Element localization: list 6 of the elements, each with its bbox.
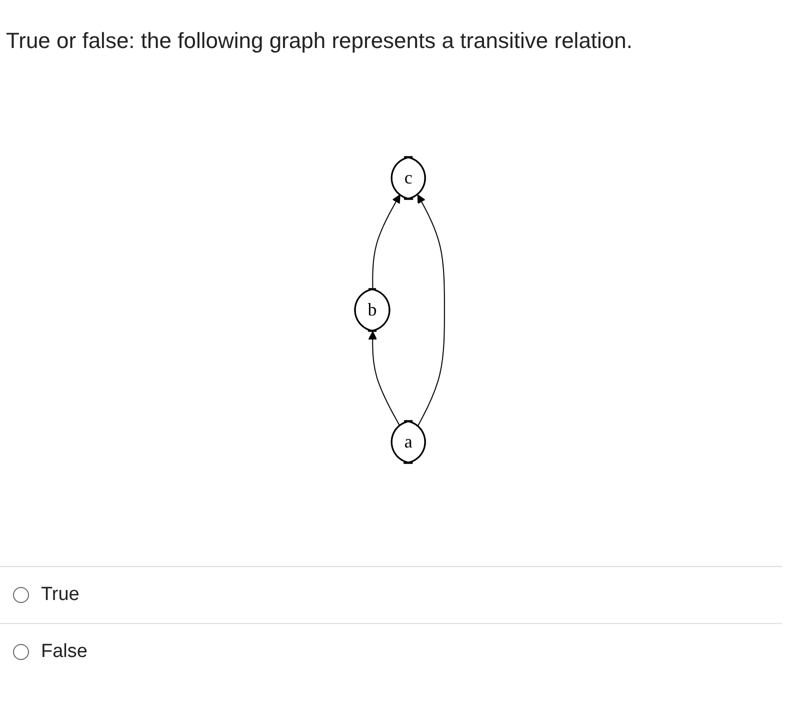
arrow bbox=[418, 194, 446, 427]
option-label: True bbox=[41, 584, 80, 606]
option-label: False bbox=[41, 641, 88, 663]
arrow bbox=[372, 194, 401, 290]
question-text: True or false: the following graph represents a transitive relation. bbox=[6, 28, 633, 54]
arrow bbox=[368, 331, 401, 427]
